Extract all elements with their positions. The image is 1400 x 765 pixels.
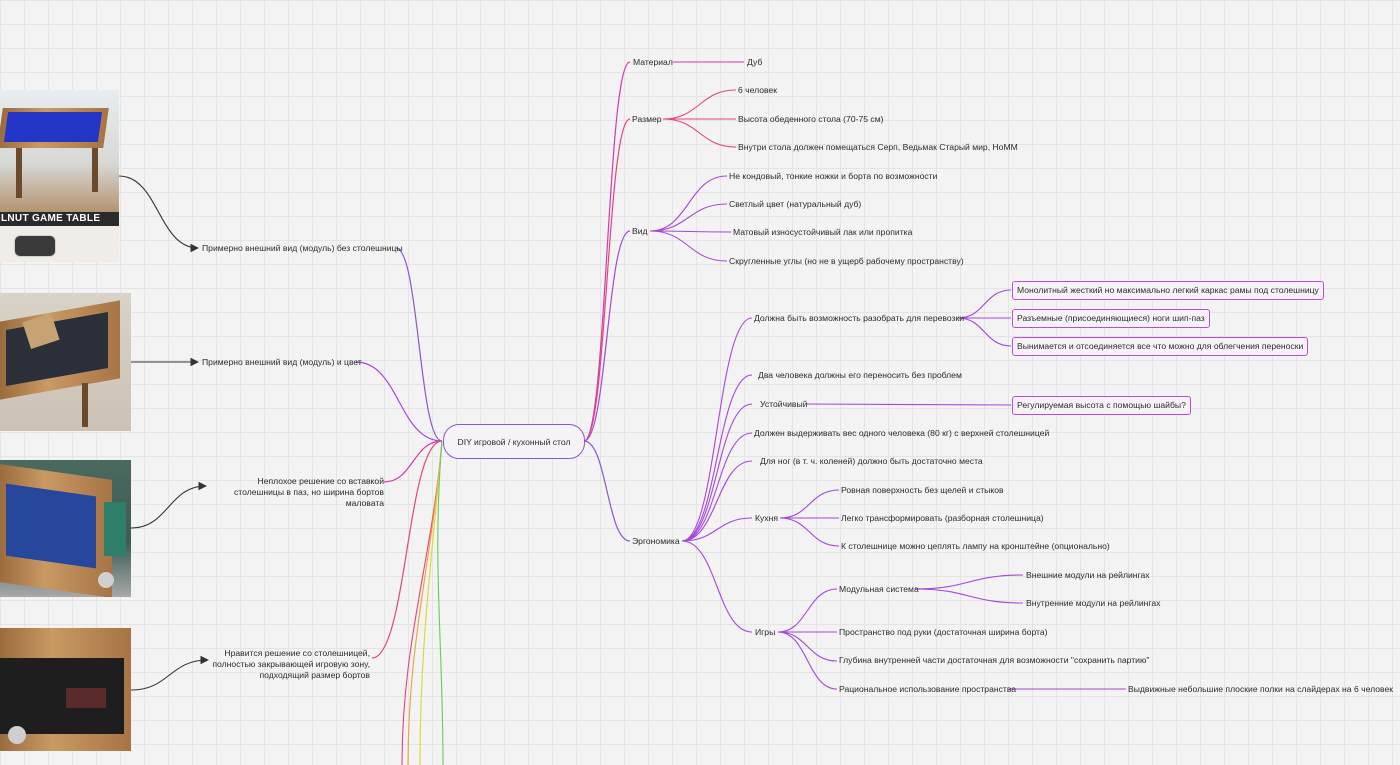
edge: [914, 588, 1024, 604]
reference-image-2[interactable]: [0, 293, 131, 431]
node-material-oak[interactable]: Дуб: [747, 57, 763, 67]
edge-underline: [805, 403, 1012, 406]
node-transport[interactable]: Должна быть возможность разобрать для пе…: [754, 313, 965, 323]
edge: [779, 489, 840, 519]
edge: [649, 230, 732, 233]
node-look-item[interactable]: Светлый цвет (натуральный дуб): [729, 199, 862, 209]
central-topic[interactable]: DIY игровой / кухонный стол: [443, 424, 585, 459]
edge-material: [583, 61, 631, 442]
node-kitchen-item[interactable]: Легко трансформировать (разборная столеш…: [841, 513, 1044, 523]
edge-offscreen: [437, 440, 444, 765]
edge-offscreen: [419, 440, 443, 765]
edge-ref-4: [371, 440, 443, 659]
reference-image-3[interactable]: [0, 460, 131, 597]
node-size[interactable]: Размер: [632, 114, 662, 124]
node-look-item[interactable]: Не кондовый, тонкие ножки и борта по воз…: [729, 171, 938, 181]
image-connector-3: [130, 481, 208, 529]
note-transport[interactable]: Монолитный жесткий но максимально легкий…: [1012, 281, 1324, 300]
image-connector-1: [118, 175, 200, 253]
image-caption: LNUT GAME TABLE: [0, 212, 119, 226]
reference-text-4: Нравится решение со столешницей, полност…: [212, 648, 370, 680]
node-games[interactable]: Игры: [755, 627, 776, 637]
node-ergonomics[interactable]: Эргономика: [632, 536, 680, 546]
edge: [681, 540, 753, 633]
edge: [662, 89, 737, 120]
edge: [914, 574, 1024, 590]
node-look-item[interactable]: Матовый износустойчивый лак или пропитка: [733, 227, 913, 237]
edge: [777, 631, 838, 690]
edge: [649, 230, 728, 262]
edge-ergonomics: [583, 440, 631, 542]
edge-size: [583, 118, 631, 442]
edge-offscreen: [401, 440, 443, 765]
node-look-item[interactable]: Скругленные углы (но не в ущерб рабочему…: [729, 256, 964, 266]
node-kitchen[interactable]: Кухня: [755, 513, 778, 523]
node-stable[interactable]: Устойчивый: [760, 399, 808, 409]
reference-text-1: Примерно внешний вид (модуль) без столеш…: [202, 243, 403, 253]
node-hand-space[interactable]: Пространство под руки (достаточная ширин…: [839, 627, 1048, 637]
edge-offscreen: [407, 440, 443, 765]
edge: [681, 517, 753, 542]
logo-icon: [14, 235, 56, 257]
edge-ref-3: [383, 440, 443, 483]
node-kitchen-item[interactable]: Ровная поверхность без щелей и стыков: [841, 485, 1004, 495]
node-size-item[interactable]: Высота обеденного стола (70-75 см): [738, 114, 884, 124]
node-legroom[interactable]: Для ног (в т. ч. коленей) должно быть до…: [760, 456, 983, 466]
node-depth[interactable]: Глубина внутренней части достаточная для…: [839, 655, 1150, 665]
image-connector-4: [130, 655, 210, 691]
node-modular[interactable]: Модульная система: [839, 584, 919, 594]
node-size-item[interactable]: Внутри стола должен помещаться Серп, Вед…: [738, 142, 1018, 152]
note-stable[interactable]: Регулируемая высота с помощью шайбы?: [1012, 396, 1191, 415]
edge: [777, 588, 838, 633]
edge-look: [583, 230, 631, 442]
node-material[interactable]: Материал: [633, 57, 673, 67]
edge-ref-2: [355, 361, 443, 442]
edge: [681, 374, 753, 542]
edge: [649, 203, 728, 232]
edge: [681, 317, 753, 542]
note-transport[interactable]: Разъемные (присоединяющиеся) ноги шип-па…: [1012, 309, 1210, 328]
reference-image-1[interactable]: LNUT GAME TABLE: [0, 90, 119, 262]
edge: [777, 631, 838, 662]
node-rational-note[interactable]: Выдвижные небольшие плоские полки на сла…: [1128, 684, 1393, 694]
edge: [779, 517, 840, 547]
reference-text-2: Примерно внешний вид (модуль) и цвет: [202, 357, 362, 367]
edge: [662, 118, 737, 148]
node-modular-item[interactable]: Внешние модули на рейлингах: [1026, 570, 1150, 580]
reference-image-4[interactable]: [0, 628, 131, 751]
note-transport[interactable]: Вынимается и отсоединяется все что можно…: [1012, 337, 1309, 356]
node-two-people[interactable]: Два человека должны его переносить без п…: [758, 370, 962, 380]
node-weight[interactable]: Должен выдерживать вес одного человека (…: [754, 428, 1050, 438]
node-look[interactable]: Вид: [632, 226, 648, 236]
node-size-item[interactable]: 6 человек: [738, 85, 778, 95]
edge: [649, 175, 728, 232]
edge: [957, 317, 1012, 347]
edge: [681, 460, 753, 542]
edge: [681, 403, 753, 542]
edge-ref-1: [395, 247, 443, 442]
reference-text-3: Неплохое решение со вставкой столешницы …: [233, 476, 384, 508]
node-rational[interactable]: Рациональное использование пространства: [839, 684, 1017, 694]
edge: [957, 289, 1012, 319]
node-modular-item[interactable]: Внутренние модули на рейлингах: [1026, 598, 1161, 608]
edge: [681, 432, 753, 542]
node-kitchen-item[interactable]: К столешнице можно цеплять лампу на крон…: [841, 541, 1110, 551]
